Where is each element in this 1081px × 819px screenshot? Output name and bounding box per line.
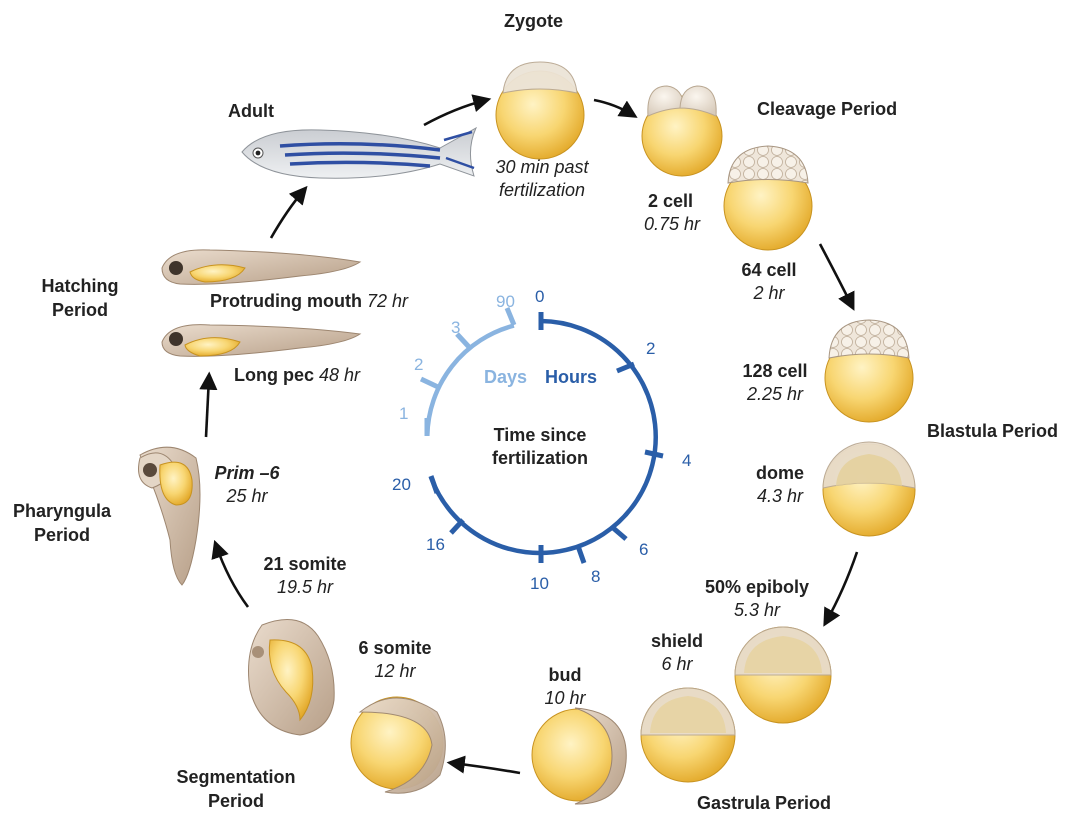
stage-prim-6-time: 25 hr: [202, 485, 292, 507]
hour-tick-4: 4: [682, 452, 691, 470]
dome-embryo: [823, 442, 915, 536]
six-somite-embryo: [351, 697, 445, 793]
stage-64-cell: 64 cell: [724, 259, 814, 281]
stage-6-somite-time: 12 hr: [345, 660, 445, 682]
stage-protruding-mouth-name: Protruding mouth: [210, 291, 362, 311]
shield-embryo: [641, 688, 735, 782]
zygote-embryo: [496, 62, 584, 159]
period-hatching-line-2: Period: [30, 299, 130, 321]
period-blastula: Blastula Period: [927, 420, 1058, 442]
period-cleavage: Cleavage Period: [757, 98, 897, 120]
stage-6-somite: 6 somite: [345, 637, 445, 659]
bud-embryo: [532, 708, 626, 804]
period-gastrula: Gastrula Period: [697, 792, 831, 814]
epiboly-embryo: [735, 627, 831, 723]
arrow-hatching-to-adult: [271, 190, 304, 238]
hour-tick-6: 6: [639, 541, 648, 559]
hour-tick-20: 20: [392, 476, 411, 494]
zygote-time-line-2: fertilization: [472, 179, 612, 201]
day-tick-2: 2: [414, 356, 423, 374]
hour-tick-0: 0: [535, 288, 544, 306]
period-adult: Adult: [228, 100, 274, 122]
arrow-21somite-to-prim: [216, 545, 248, 607]
sixtyfour-cell-embryo: [724, 146, 812, 250]
arrow-prim-to-longpec: [206, 377, 209, 437]
stage-50-epiboly-time: 5.3 hr: [697, 599, 817, 621]
stage-bud-time: 10 hr: [530, 687, 600, 709]
stage-50-epiboly: 50% epiboly: [697, 576, 817, 598]
stage-21-somite-time: 19.5 hr: [245, 576, 365, 598]
onetwentyeight-cell-embryo: [825, 320, 913, 422]
clock-center-line-2: fertilization: [470, 447, 610, 469]
period-pharyngula-line-1: Pharyngula: [7, 500, 117, 522]
period-segmentation-line-2: Period: [176, 790, 296, 812]
stage-dome: dome: [740, 462, 820, 484]
prim-embryo: [139, 447, 201, 585]
stage-2-cell-time: 0.75 hr: [644, 213, 700, 235]
hours-label: Hours: [545, 366, 597, 388]
stage-128-cell: 128 cell: [725, 360, 825, 382]
clock-center-line-1: Time since: [470, 424, 610, 446]
period-pharyngula-line-2: Period: [7, 524, 117, 546]
day-tick-90: 90: [496, 293, 515, 311]
hour-tick-2: 2: [646, 340, 655, 358]
stage-2-cell: 2 cell: [648, 190, 693, 212]
hour-tick-8: 8: [591, 568, 600, 586]
stage-long-pec-time: 48 hr: [319, 365, 360, 385]
arrow-zygote-to-cleavage: [594, 100, 633, 115]
twentyone-somite-embryo: [249, 620, 335, 735]
stage-dome-time: 4.3 hr: [740, 485, 820, 507]
hour-tick-16: 16: [426, 536, 445, 554]
stage-128-cell-time: 2.25 hr: [725, 383, 825, 405]
protruding-mouth-larva: [162, 250, 360, 285]
stage-long-pec-name: Long pec: [234, 365, 314, 385]
hour-tick-10: 10: [530, 575, 549, 593]
adult-zebrafish: [242, 128, 476, 178]
period-segmentation-line-1: Segmentation: [176, 766, 296, 788]
stage-prim-6: Prim –6: [202, 462, 292, 484]
stage-shield-time: 6 hr: [637, 653, 717, 675]
stage-protruding-mouth: Protruding mouth 72 hr: [210, 290, 408, 312]
days-label: Days: [484, 366, 527, 388]
stage-long-pec: Long pec 48 hr: [234, 364, 360, 386]
arrow-adult-to-zygote: [424, 100, 486, 125]
day-tick-3: 3: [451, 319, 460, 337]
arrow-bud-to-6somite: [452, 763, 520, 773]
stage-protruding-mouth-time: 72 hr: [367, 291, 408, 311]
period-hatching-line-1: Hatching: [30, 275, 130, 297]
stage-21-somite: 21 somite: [245, 553, 365, 575]
arrow-64cell-to-128cell: [820, 244, 852, 306]
long-pec-larva: [162, 325, 360, 357]
period-zygote: Zygote: [504, 10, 563, 32]
two-cell-embryo: [642, 86, 722, 176]
stage-shield: shield: [637, 630, 717, 652]
stage-bud: bud: [530, 664, 600, 686]
arrow-dome-to-epiboly: [826, 552, 857, 622]
zygote-time-line-1: 30 min past: [472, 156, 612, 178]
stage-64-cell-time: 2 hr: [724, 282, 814, 304]
day-tick-1: 1: [399, 405, 408, 423]
